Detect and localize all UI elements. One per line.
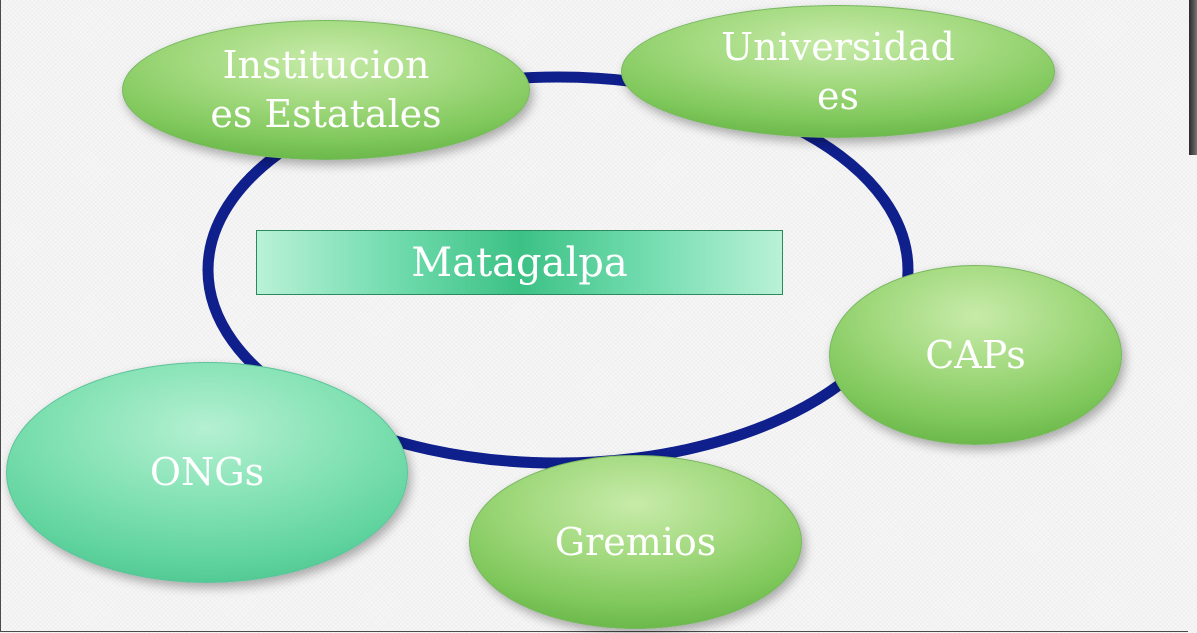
node-label-line: ONGs xyxy=(149,450,265,495)
node-instituciones-estatales: Institucion es Estatales xyxy=(122,20,530,160)
adjacent-slide-thumbnail-edge xyxy=(1189,0,1197,155)
node-ongs: ONGs xyxy=(6,362,408,583)
cycle-ring-ellipse xyxy=(202,71,914,469)
node-label-line: es Estatales xyxy=(210,92,442,136)
node-caps: CAPs xyxy=(829,265,1122,445)
node-label-line: Universidad xyxy=(721,24,955,69)
node-label-line: es xyxy=(816,73,859,118)
node-gremios: Gremios xyxy=(469,455,802,629)
node-universidades: Universidad es xyxy=(621,5,1055,138)
center-label-box: Matagalpa xyxy=(256,230,783,295)
node-label-line: Institucion xyxy=(222,43,430,88)
center-label: Matagalpa xyxy=(411,239,628,286)
node-label-line: CAPs xyxy=(925,332,1026,377)
node-label-line: Gremios xyxy=(554,519,717,564)
